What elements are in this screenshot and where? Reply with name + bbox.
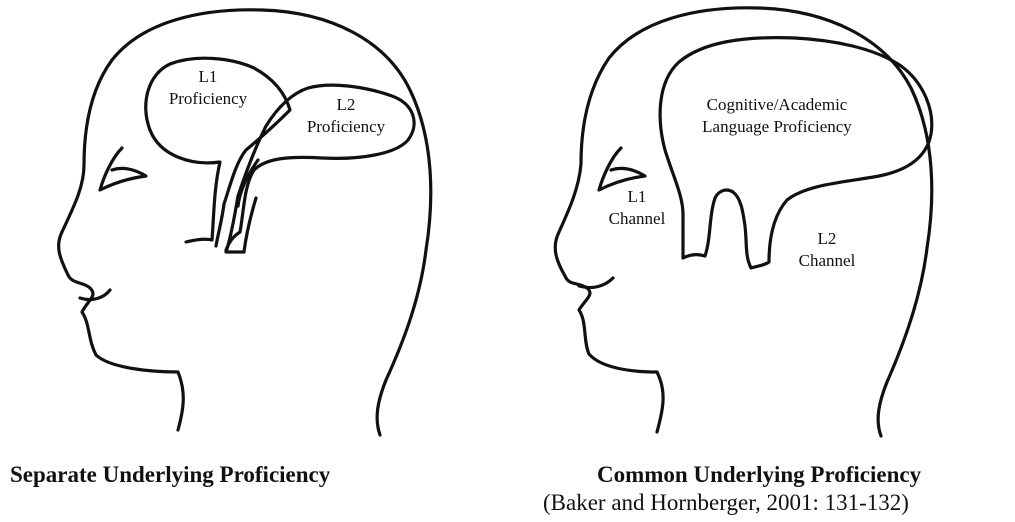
- right-common-label: Cognitive/Academic Language Proficiency: [677, 94, 877, 138]
- right-l1-channel-label: L1 Channel: [599, 186, 675, 230]
- right-l1-channel-line2: Channel: [599, 208, 675, 230]
- left-l2-label: L2 Proficiency: [290, 94, 402, 138]
- right-common-label-line1: Cognitive/Academic: [677, 94, 877, 116]
- left-eye: [100, 148, 146, 190]
- right-caption: Common Underlying Proficiency: [597, 462, 921, 488]
- left-caption: Separate Underlying Proficiency: [10, 462, 330, 488]
- left-l1-label-line2: Proficiency: [158, 88, 258, 110]
- left-l2-label-line1: L2: [290, 94, 402, 116]
- right-l2-channel-line2: Channel: [787, 250, 867, 272]
- right-citation: (Baker and Hornberger, 2001: 131-132): [543, 490, 909, 516]
- right-eye: [599, 148, 645, 190]
- right-common-label-line2: Language Proficiency: [677, 116, 877, 138]
- right-head-drawing: [507, 0, 1015, 440]
- right-l2-channel-line1: L2: [787, 228, 867, 250]
- left-l1-label: L1 Proficiency: [158, 66, 258, 110]
- separate-proficiency-panel: L1 Proficiency L2 Proficiency Separate U…: [0, 0, 507, 522]
- right-mouth: [579, 278, 613, 288]
- left-mouth: [80, 290, 110, 300]
- common-proficiency-panel: Cognitive/Academic Language Proficiency …: [507, 0, 1015, 522]
- left-l2-label-line2: Proficiency: [290, 116, 402, 138]
- right-l2-channel-label: L2 Channel: [787, 228, 867, 272]
- right-l1-channel-line1: L1: [599, 186, 675, 208]
- left-l1-label-line1: L1: [158, 66, 258, 88]
